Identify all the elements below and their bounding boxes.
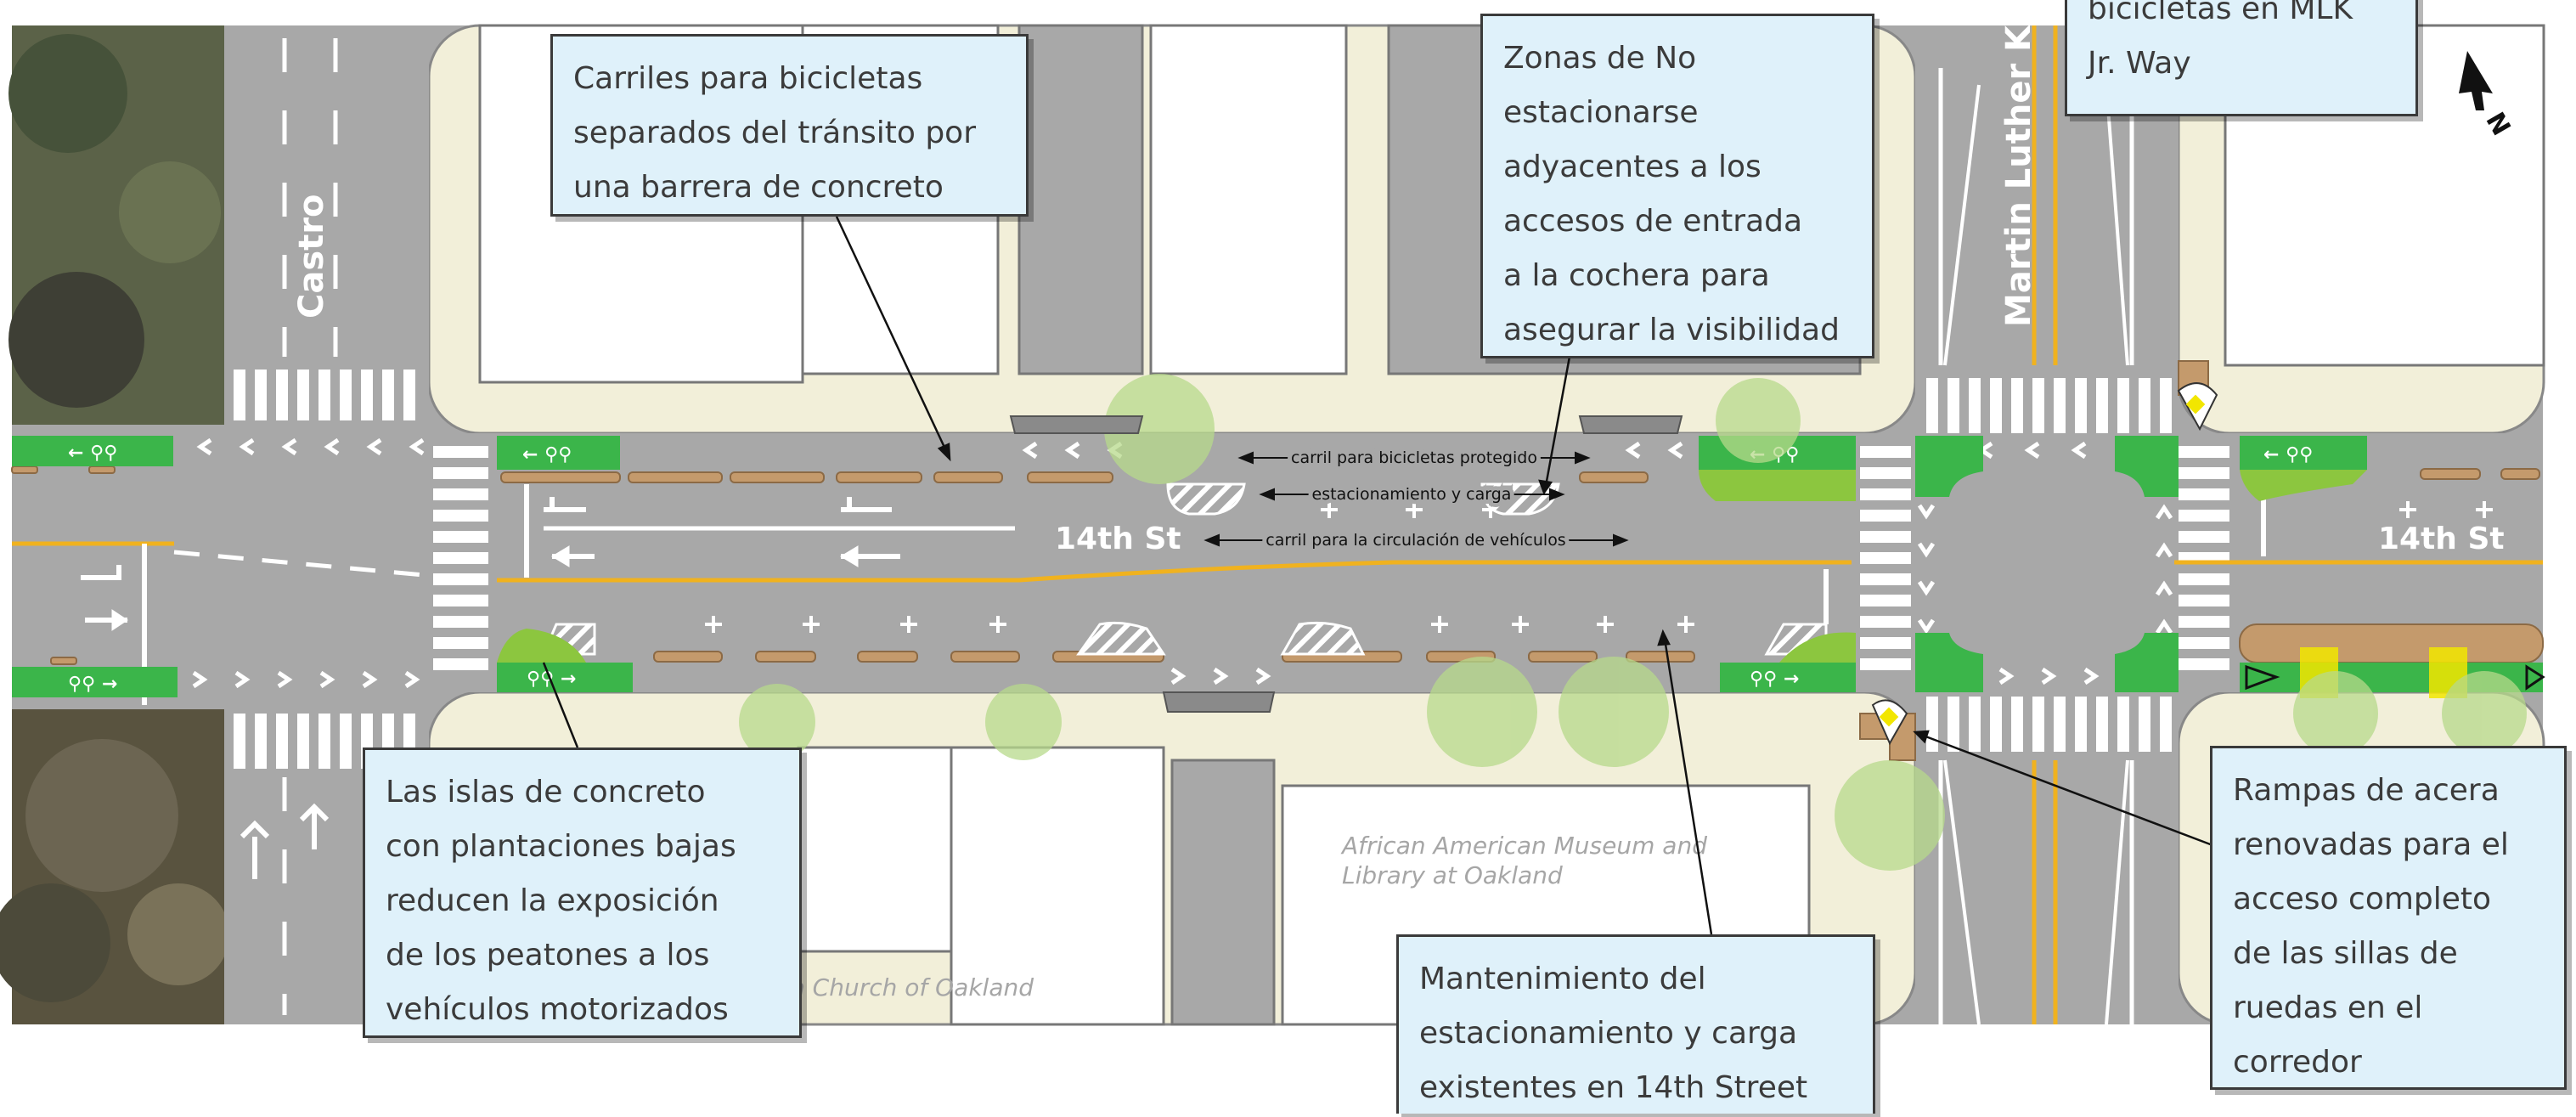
fourteenth-street-label-east: 14th St [2378, 522, 2505, 556]
callout-concrete-barrier: Carriles para bicicletas separados del t… [550, 34, 1029, 217]
callout-line: a la cochera para [1503, 258, 1770, 293]
callout-no-parking: Zonas de No estacionarse adyacentes a lo… [1480, 14, 1874, 358]
callout-line: Jr. Way [2088, 46, 2191, 81]
callout-line: Carriles para bicicletas [573, 61, 923, 96]
svg-text:⚲⚲ →: ⚲⚲ → [527, 669, 576, 690]
callout-line: accesos de entrada [1503, 204, 1803, 239]
curb-ramps [1871, 382, 2218, 746]
parking-markers [705, 501, 2493, 633]
parking-loading-label: estacionamiento y carga [1312, 485, 1512, 504]
lane-markings [12, 25, 2543, 1025]
callout-line: estacionarse [1503, 95, 1699, 130]
callout-line: vehículos motorizados [386, 992, 729, 1027]
callout-line: Las islas de concreto [386, 775, 706, 810]
callout-line: existentes en 14th Street [1419, 1070, 1808, 1105]
callout-line: adyacentes a los [1503, 149, 1761, 184]
museum-label-line2: Library at Oakland [1342, 861, 1563, 889]
callout-line: ruedas en el [2233, 990, 2423, 1025]
protected-bike-lane-label: carril para bicicletas protegido [1291, 448, 1537, 467]
callout-line: de los peatones a los [386, 938, 710, 973]
mlk-street-label: Martin Luther King [1999, 0, 2038, 327]
svg-text:← ⚲⚲: ← ⚲⚲ [68, 443, 117, 464]
callout-line: asegurar la visibilidad [1503, 313, 1840, 347]
callout-line: Rampas de acera [2233, 773, 2500, 808]
bus-pads [1009, 415, 1683, 713]
bike-lane-chevrons [192, 437, 2173, 689]
castro-street-label: Castro [292, 195, 331, 319]
svg-text:← ⚲⚲: ← ⚲⚲ [2263, 444, 2313, 465]
callout-ramps: Rampas de acera renovadas para el acceso… [2210, 746, 2567, 1090]
callout-line: estacionamiento y carga [1419, 1016, 1798, 1051]
svg-text:⚲⚲ →: ⚲⚲ → [68, 674, 117, 695]
fourteenth-street-label: 14th St [1055, 522, 1181, 556]
callout-line: Mantenimiento del [1419, 962, 1706, 996]
callout-line: Zonas de No [1503, 41, 1697, 76]
callout-line: con plantaciones bajas [386, 829, 736, 864]
callout-leaders [542, 216, 2213, 935]
callout-line: reducen la exposición [386, 883, 719, 918]
callout-line: una barrera de concreto [573, 170, 944, 205]
svg-text:← ⚲⚲: ← ⚲⚲ [522, 444, 572, 465]
callout-line: de las sillas de [2233, 936, 2458, 971]
callout-line: renovadas para el [2233, 827, 2509, 862]
crosswalks [234, 370, 2229, 769]
planted-islands [497, 470, 2367, 663]
svg-text:⚲⚲ →: ⚲⚲ → [1750, 669, 1799, 690]
road-arrows [81, 497, 900, 879]
callout-parking-kept: Mantenimiento del estacionamiento y carg… [1396, 934, 1875, 1114]
callout-mlk-bikes: bicicletas en MLK Jr. Way [2065, 0, 2418, 116]
callout-line: corredor [2233, 1045, 2362, 1080]
museum-label-line1: African American Museum and [1340, 832, 1707, 860]
vehicle-lane-label: carril para la circulación de vehículos [1265, 531, 1565, 550]
church-label: n Church of Oakland [790, 973, 1034, 1001]
street-trees [739, 374, 2527, 871]
callout-islands: Las islas de concreto con plantaciones b… [363, 747, 802, 1038]
dimension-annotations [1203, 451, 1629, 547]
callout-line: separados del tránsito por [573, 116, 977, 150]
aerial-imagery [0, 25, 229, 1024]
callout-line: acceso completo [2233, 882, 2492, 917]
no-parking-hatching [541, 482, 1828, 656]
callout-line: bicicletas en MLK [2088, 0, 2353, 26]
